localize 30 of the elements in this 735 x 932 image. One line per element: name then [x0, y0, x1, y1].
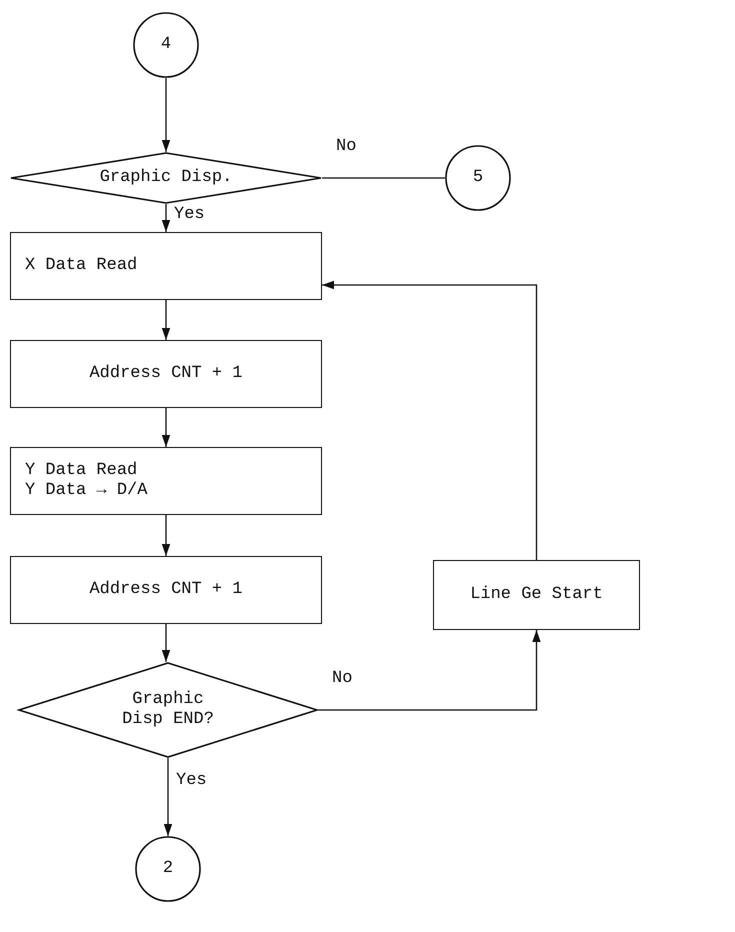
arrow [162, 408, 170, 447]
node-text: X Data Read [25, 256, 138, 276]
node-text: Address CNT + 1 [89, 364, 243, 384]
node-text: 2 [162, 859, 174, 879]
arrow [162, 300, 170, 340]
arrow [162, 515, 170, 556]
node-text: 5 [472, 168, 484, 188]
node-text: Line Ge Start [470, 585, 603, 605]
node-text: Y Data Read [25, 461, 138, 481]
node-text: Y Data → D/A [25, 481, 148, 501]
arrow [322, 280, 538, 560]
arrow [162, 78, 170, 152]
process-box [433, 560, 640, 630]
arrow [164, 758, 172, 836]
connector-circle [135, 836, 201, 902]
connector-circle [445, 145, 511, 211]
process-box [10, 232, 322, 300]
arrow [318, 630, 541, 711]
decision-diamond [18, 662, 318, 758]
arrow [162, 204, 170, 232]
process-box [10, 447, 322, 515]
decision-diamond [10, 152, 322, 204]
node-text: Graphic Disp. [100, 168, 232, 188]
node-text: 4 [160, 35, 172, 55]
node-text: Graphic Disp END? [121, 690, 215, 730]
process-box [10, 556, 322, 624]
node-text: Address CNT + 1 [89, 580, 243, 600]
arrow [162, 624, 170, 662]
connector-circle [133, 12, 199, 78]
process-box [10, 340, 322, 408]
